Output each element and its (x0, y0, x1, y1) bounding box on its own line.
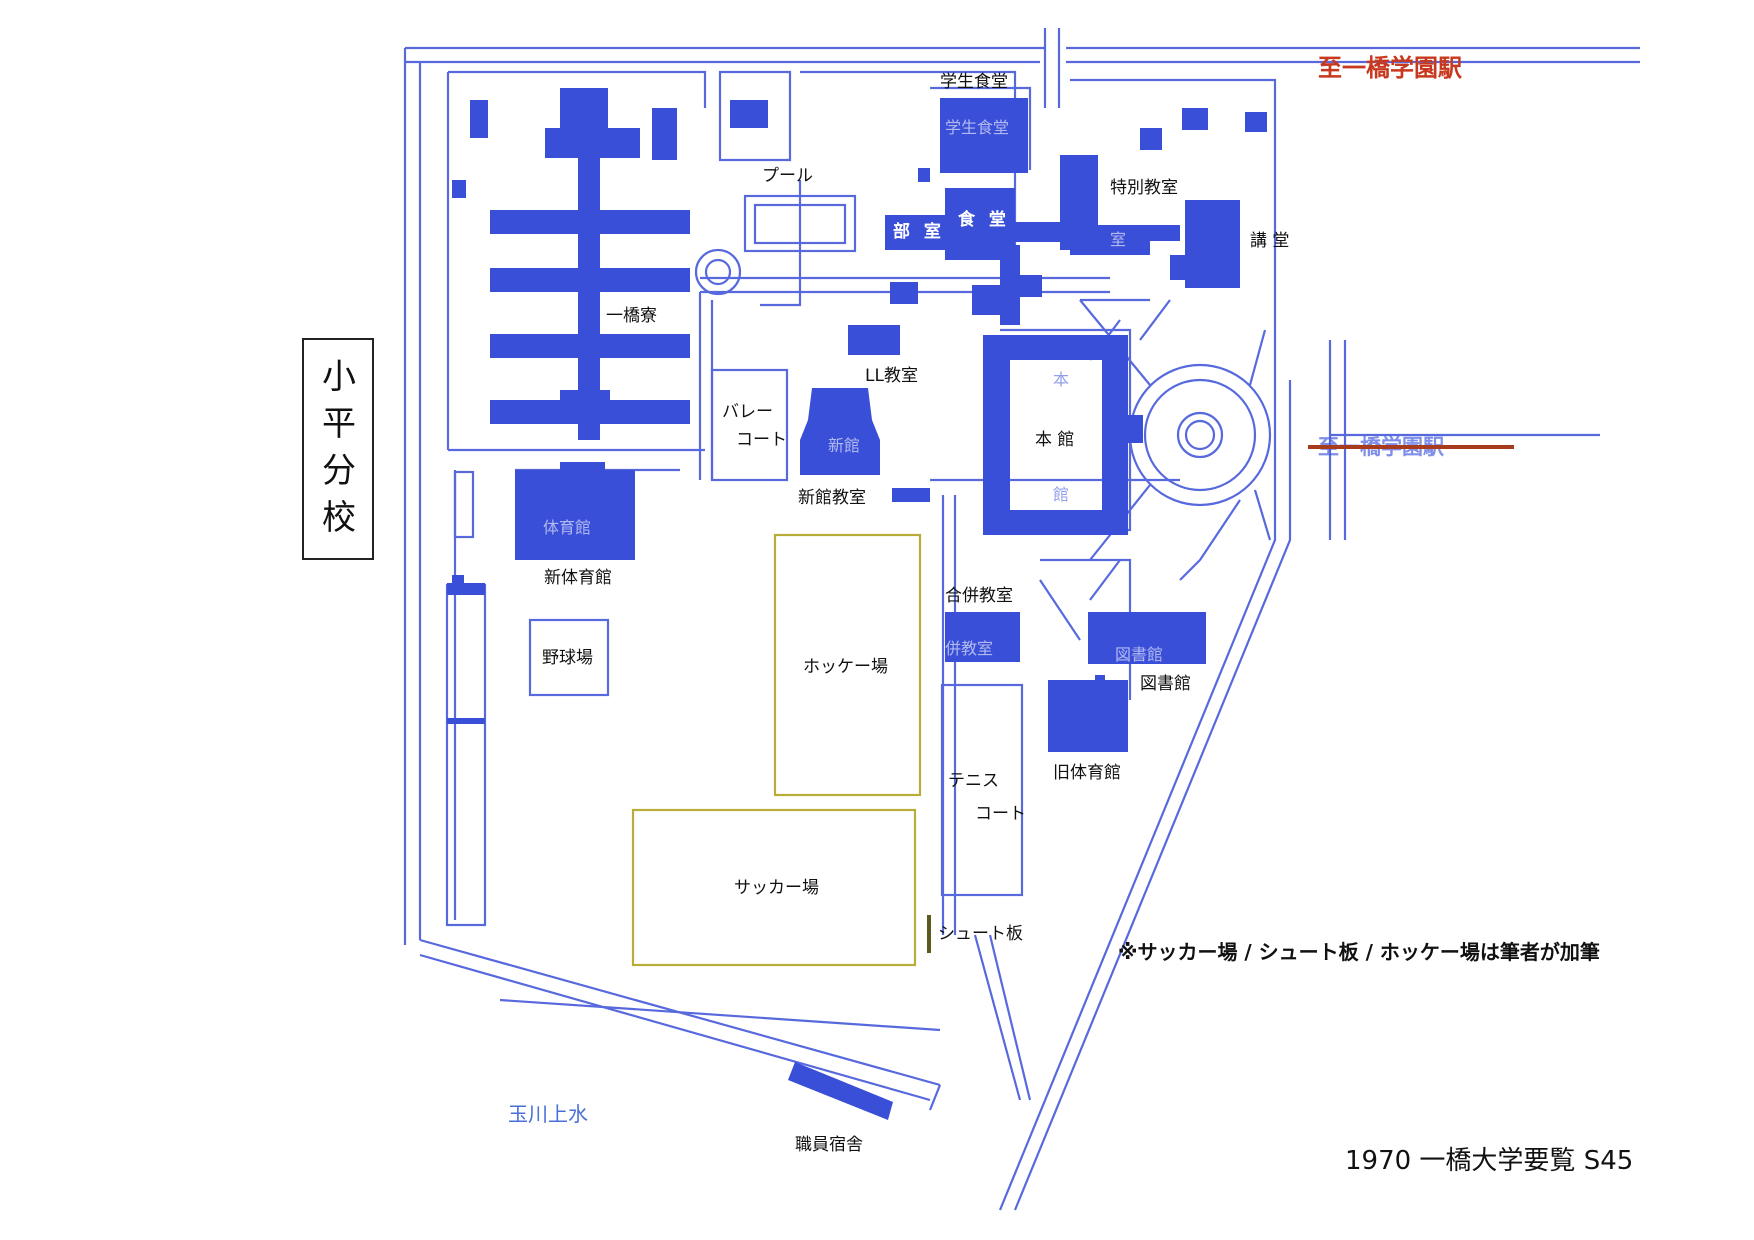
label-dormitory: 一橋寮 (606, 306, 657, 326)
label-main-faint-bottom: 館 (1053, 485, 1070, 504)
buildings (447, 88, 1267, 1120)
label-volley: バレー (722, 402, 773, 422)
new-hall-building (800, 388, 880, 475)
label-staff-housing: 職員宿舎 (795, 1135, 863, 1155)
annotation-note: ※サッカー場 / シュート板 / ホッケー場は筆者が加筆 (1118, 940, 1600, 964)
joint-classroom-building (945, 612, 1020, 662)
label-ll-classroom: LL教室 (865, 366, 918, 386)
label-tennis: テニス (948, 771, 999, 791)
strike-through-line (1308, 445, 1514, 449)
label-new-hall-classroom: 新館教室 (798, 488, 866, 508)
staff-housing-building (788, 1062, 893, 1120)
branch-name-label: 小平分校 (322, 357, 356, 538)
label-joint-classroom: 合併教室 (945, 586, 1013, 606)
label-shoot-board: シュート板 (938, 924, 1023, 944)
river-label: 玉川上水 (508, 1102, 588, 1126)
main-hall-building (983, 335, 1128, 535)
label-baseball: 野球場 (542, 648, 593, 668)
label-library: 図書館 (1140, 674, 1191, 694)
clubroom-building (885, 215, 945, 250)
label-tennis-court: コート (975, 804, 1026, 824)
label-dining: 食 堂 (958, 210, 1010, 230)
label-special-classroom: 特別教室 (1110, 178, 1178, 198)
label-main-faint-top: 本 (1053, 370, 1070, 389)
branch-name-box: 小平分校 (302, 338, 374, 560)
source-caption: 1970 一橋大学要覧 S45 (1345, 1146, 1634, 1176)
label-cafeteria: 学生食堂 (940, 72, 1008, 92)
cafeteria-building (940, 98, 1028, 173)
label-gym-faint: 体育館 (543, 518, 592, 537)
label-library-faint: 図書館 (1115, 645, 1164, 664)
label-old-gym: 旧体育館 (1053, 763, 1121, 783)
old-gym-building (1048, 680, 1128, 752)
label-soccer: サッカー場 (734, 878, 819, 898)
label-new-hall-faint: 新館 (828, 436, 861, 455)
library-building (1088, 612, 1206, 664)
auditorium-building (1185, 200, 1240, 288)
label-hockey: ホッケー場 (803, 657, 888, 677)
shoot-board-mark (927, 915, 931, 953)
label-main-hall: 本 館 (1035, 430, 1075, 450)
hockey-field (773, 533, 922, 797)
label-auditorium: 講 堂 (1250, 231, 1290, 251)
label-clubroom: 部 室 (893, 222, 945, 242)
soccer-field (631, 808, 917, 967)
label-special-faint: 室 (1110, 230, 1127, 249)
label-joint-faint: 併教室 (945, 639, 994, 658)
added-fields (631, 533, 922, 967)
label-new-gym: 新体育館 (544, 568, 612, 588)
label-cafeteria-faint: 学生食堂 (945, 118, 1010, 137)
station-label-north: 至一橋学園駅 (1318, 54, 1462, 82)
gym-building (515, 470, 635, 560)
label-volley-court: コート (736, 430, 787, 450)
label-pool: プール (762, 166, 813, 186)
